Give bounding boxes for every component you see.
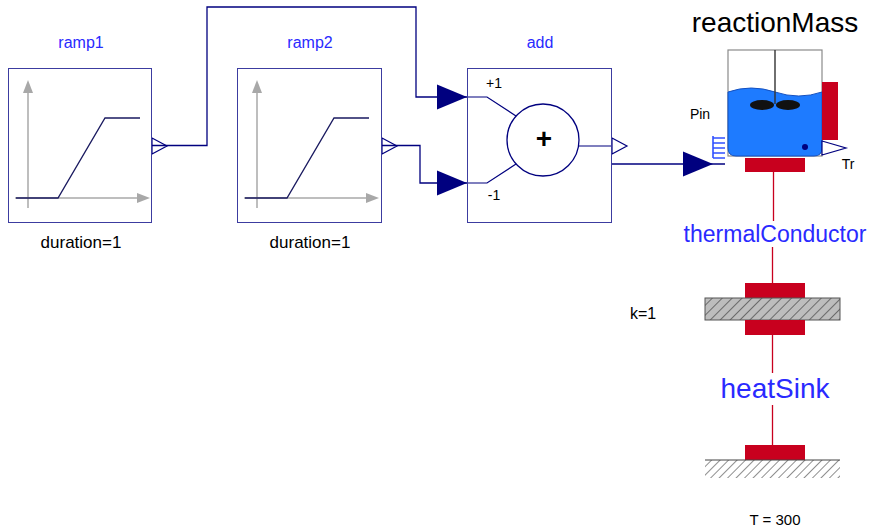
reaction-mass: reactionMass [725, 50, 822, 172]
fixed-temperature-icon [705, 445, 840, 478]
gain-text: +1 [486, 75, 502, 91]
block-name: ramp1 [58, 34, 103, 52]
thermal-conductor: thermalConductork=1 [705, 283, 840, 335]
inner-wire [467, 164, 516, 183]
parameter-text: duration=1 [270, 233, 351, 253]
vessel-icon [713, 50, 846, 172]
connector [152, 7, 467, 146]
block-name: add [527, 34, 554, 52]
block-name: thermalConductor [681, 221, 870, 247]
conductor-icon [705, 283, 840, 335]
ramp-icon [15, 80, 150, 208]
block-name: ramp2 [287, 34, 332, 52]
input-port-arrowhead [437, 85, 467, 110]
gain-text: -1 [488, 187, 500, 203]
output-port [612, 138, 627, 154]
ramp-block: ramp1duration=1 [8, 68, 152, 223]
sum-circle [507, 104, 579, 176]
input-port-arrowhead [437, 171, 467, 196]
ramp-block: ramp2duration=1 [237, 68, 382, 223]
parameter-text: T = 300 [749, 511, 800, 528]
heat-sink: heatSinkT = 300 [705, 445, 840, 478]
input-port-arrowhead [683, 152, 713, 177]
operator-symbol: + [536, 123, 552, 155]
connector [382, 146, 467, 184]
parameter-text: duration=1 [41, 233, 122, 253]
parameter-text: k=1 [630, 305, 656, 323]
inner-wire [467, 97, 516, 116]
block-name: reactionMass [692, 7, 859, 39]
ramp-icon [244, 80, 379, 208]
block-name: heatSink [718, 373, 833, 405]
add-block: add+1-1+ [467, 68, 612, 223]
pin-name: Tr [842, 156, 855, 172]
inner-wire [579, 145, 612, 146]
pin-name: Pin [690, 106, 710, 122]
